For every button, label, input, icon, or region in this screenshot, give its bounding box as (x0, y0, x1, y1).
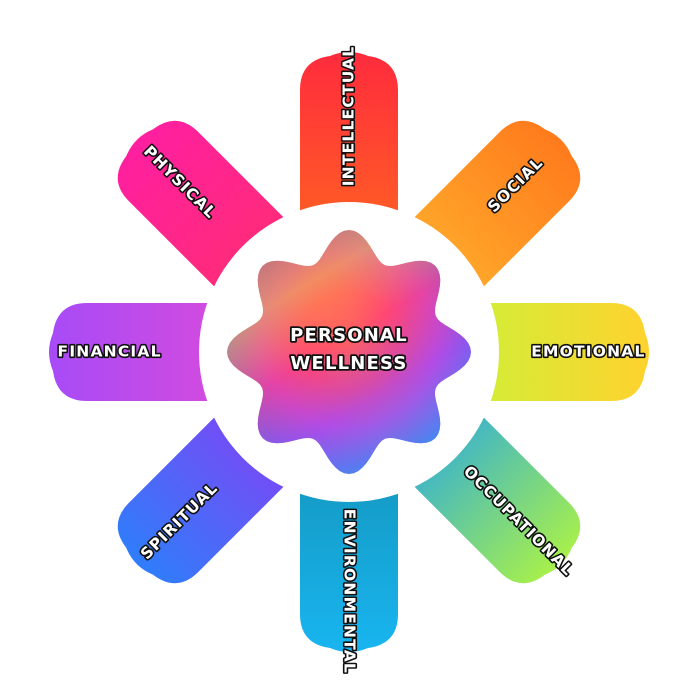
label-financial: FINANCIAL (58, 343, 162, 361)
center-title-line1: PERSONAL (290, 325, 408, 346)
label-emotional: EMOTIONAL (531, 343, 645, 361)
center-title-line2: WELLNESS (290, 353, 407, 374)
center-flower-overlay (227, 230, 471, 474)
label-intellectual: INTELLECTUAL (340, 46, 358, 187)
center-badge: PERSONAL WELLNESS (199, 202, 499, 502)
label-environmental: ENVIRONMENTAL (341, 509, 359, 674)
